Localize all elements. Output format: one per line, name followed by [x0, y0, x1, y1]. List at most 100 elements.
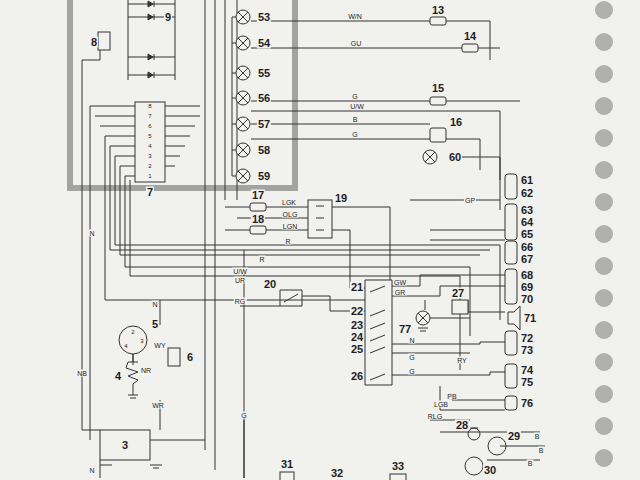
- component-symbols: [100, 206, 506, 480]
- pin-number: 4: [147, 143, 152, 149]
- switch-symbols: [98, 17, 478, 460]
- callout-number: 75: [520, 377, 534, 388]
- callout-number: 24: [350, 332, 364, 343]
- diode-symbols: [148, 1, 154, 78]
- wire-code: B: [527, 460, 534, 467]
- pin-number: 6: [147, 123, 152, 129]
- wire-code: G: [351, 131, 358, 138]
- wire-code: OLG: [282, 211, 299, 218]
- callout-number: 22: [350, 306, 364, 317]
- wires: [82, 0, 545, 478]
- callout-number: 28: [455, 420, 469, 431]
- callout-number: 9: [164, 12, 172, 23]
- wire-code: U/W: [349, 103, 365, 110]
- wire-code: G: [240, 412, 247, 419]
- wire-code: UR: [234, 277, 246, 284]
- callout-number: 65: [520, 229, 534, 240]
- callout-number: 31: [280, 459, 294, 470]
- callout-number: 54: [257, 38, 271, 49]
- wire-code: N: [151, 301, 158, 308]
- callout-number: 74: [520, 365, 534, 376]
- wire-code: W/N: [347, 13, 363, 20]
- callout-number: 7: [146, 187, 154, 198]
- connector-symbols: [505, 174, 520, 410]
- instrument-panel-outline: [70, 0, 295, 188]
- callout-number: 72: [520, 333, 534, 344]
- callout-number: 18: [251, 214, 265, 225]
- wire-code: R: [258, 256, 265, 263]
- pin-number: 1: [147, 173, 152, 179]
- callout-number: 13: [431, 5, 445, 16]
- wire-code: RG: [234, 298, 247, 305]
- pin-number: 7: [147, 113, 152, 119]
- wire-code: U/W: [232, 268, 248, 275]
- callout-number: 73: [520, 345, 534, 356]
- callout-number: 68: [520, 270, 534, 281]
- pin-number: 5: [147, 133, 152, 139]
- callout-number: 29: [507, 431, 521, 442]
- callout-number: 58: [257, 145, 271, 156]
- wire-code: GP: [464, 197, 476, 204]
- callout-number: 53: [257, 12, 271, 23]
- callout-number: 32: [330, 467, 344, 478]
- callout-number: 66: [520, 242, 534, 253]
- wire-code: GR: [394, 289, 407, 296]
- callout-number: 76: [520, 398, 534, 409]
- callout-number: 67: [520, 254, 534, 265]
- wire-code: B: [534, 433, 541, 440]
- wire-code: G: [408, 354, 415, 361]
- callout-number: 19: [334, 193, 348, 204]
- wire-code: GW: [393, 279, 407, 286]
- binder-holes: [595, 1, 613, 467]
- callout-number: 14: [463, 31, 477, 42]
- wire-code: RY: [456, 357, 468, 364]
- pin-number: 8: [147, 103, 152, 109]
- callout-number: 56: [257, 93, 271, 104]
- callout-number: 55: [257, 68, 271, 79]
- wire-code: G: [351, 93, 358, 100]
- wire-code: WY: [153, 342, 166, 349]
- callout-number: 70: [520, 294, 534, 305]
- callout-number: 20: [263, 279, 277, 290]
- callout-number: 3: [121, 440, 129, 451]
- wire-code: N: [88, 230, 95, 237]
- pin-number: 4: [123, 343, 128, 349]
- callout-number: 62: [520, 188, 534, 199]
- callout-number: 4: [114, 371, 122, 382]
- callout-number: 71: [523, 313, 537, 324]
- pin-number: 3: [139, 338, 144, 344]
- wire-code: B: [538, 447, 545, 454]
- bulb-crosses: [238, 12, 435, 323]
- wire-code: LGB: [433, 401, 449, 408]
- callout-number: 33: [391, 461, 405, 472]
- callout-number: 57: [257, 119, 271, 130]
- callout-number: 77: [398, 324, 412, 335]
- wire-code: R: [284, 238, 291, 245]
- callout-number: 60: [448, 152, 462, 163]
- wire-code: G: [408, 368, 415, 375]
- callout-number: 59: [257, 171, 271, 182]
- bulb-symbols: [236, 10, 437, 325]
- wire-code: NR: [140, 367, 152, 374]
- callout-number: 64: [520, 217, 534, 228]
- callout-number: 6: [186, 352, 194, 363]
- callout-number: 63: [520, 205, 534, 216]
- wire-code: WR: [151, 402, 165, 409]
- wire-code: LGK: [281, 199, 297, 206]
- pin-number: 2: [130, 329, 135, 335]
- wire-code: PB: [446, 393, 457, 400]
- callout-number: 21: [350, 282, 364, 293]
- callout-number: 30: [483, 465, 497, 476]
- wire-code: LGN: [282, 223, 298, 230]
- callout-number: 8: [90, 37, 98, 48]
- callout-number: 26: [350, 371, 364, 382]
- wire-code: N: [408, 337, 415, 344]
- wire-code: B: [352, 116, 359, 123]
- wire-code: RLG: [427, 413, 443, 420]
- callout-number: 5: [151, 319, 159, 330]
- callout-number: 16: [449, 117, 463, 128]
- wire-code: GU: [350, 40, 363, 47]
- pin-number: 2: [147, 163, 152, 169]
- wire-code: NB: [76, 370, 88, 377]
